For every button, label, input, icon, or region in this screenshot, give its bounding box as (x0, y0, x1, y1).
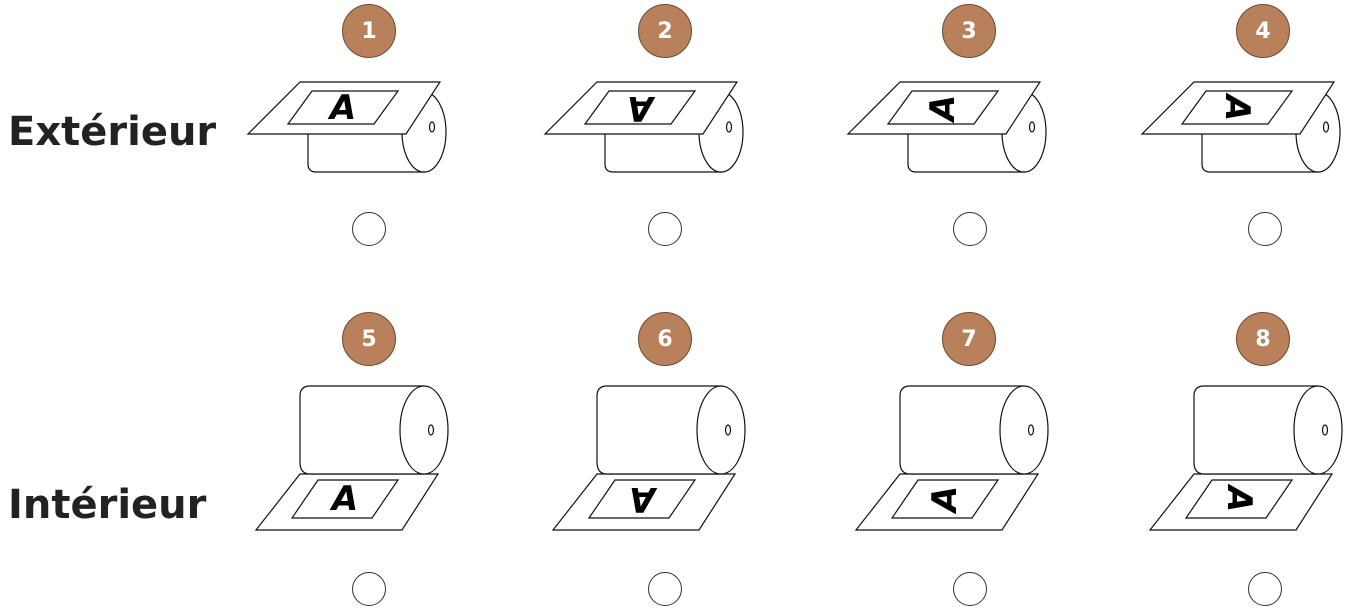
row-label-exterior: Extérieur (8, 109, 217, 155)
sheet-glyph: A (923, 95, 963, 124)
option-radio-7[interactable] (953, 572, 987, 606)
roll-svg: A (854, 385, 1049, 531)
roll-diagram-inside-5: A (248, 372, 468, 532)
option-number-badge-3: 3 (942, 4, 996, 58)
roll-diagram-outside-2: A (543, 52, 765, 212)
option-number-badge-7: 7 (942, 312, 996, 366)
roll-svg: A (543, 81, 744, 173)
option-number-badge-2: 2 (638, 4, 692, 58)
roll-svg: A (254, 385, 449, 531)
roll-svg: A (246, 81, 447, 173)
sheet-glyph: A (627, 88, 656, 128)
roll-svg: A (551, 385, 746, 531)
option-number-badge-4: 4 (1236, 4, 1290, 58)
roll-diagram-inside-8: A (1142, 372, 1362, 532)
option-number-badge-5: 5 (342, 312, 396, 366)
option-radio-1[interactable] (352, 212, 386, 246)
option-radio-4[interactable] (1248, 212, 1282, 246)
sheet-glyph: A (327, 88, 356, 128)
option-number-badge-1: 1 (342, 4, 396, 58)
option-number-badge-8: 8 (1236, 312, 1290, 366)
sheet-glyph: A (925, 486, 965, 515)
option-radio-5[interactable] (352, 572, 386, 606)
roll-diagram-inside-7: A (848, 372, 1068, 532)
roll-svg: A (1148, 385, 1343, 531)
roll-diagram-outside-4: A (1140, 52, 1362, 212)
option-radio-8[interactable] (1248, 572, 1282, 606)
option-number-badge-6: 6 (638, 312, 692, 366)
sheet-glyph: A (1217, 92, 1257, 121)
roll-svg: A (846, 81, 1047, 173)
option-radio-3[interactable] (953, 212, 987, 246)
sheet-glyph: A (1219, 483, 1259, 512)
roll-svg: A (1140, 81, 1341, 173)
option-radio-6[interactable] (648, 572, 682, 606)
option-radio-2[interactable] (648, 212, 682, 246)
roll-diagram-outside-3: A (846, 52, 1068, 212)
row-label-interior: Intérieur (8, 482, 207, 528)
roll-diagram-outside-1: A (246, 52, 468, 212)
sheet-glyph: A (629, 479, 658, 519)
roll-diagram-inside-6: A (545, 372, 765, 532)
sheet-glyph: A (329, 479, 358, 519)
